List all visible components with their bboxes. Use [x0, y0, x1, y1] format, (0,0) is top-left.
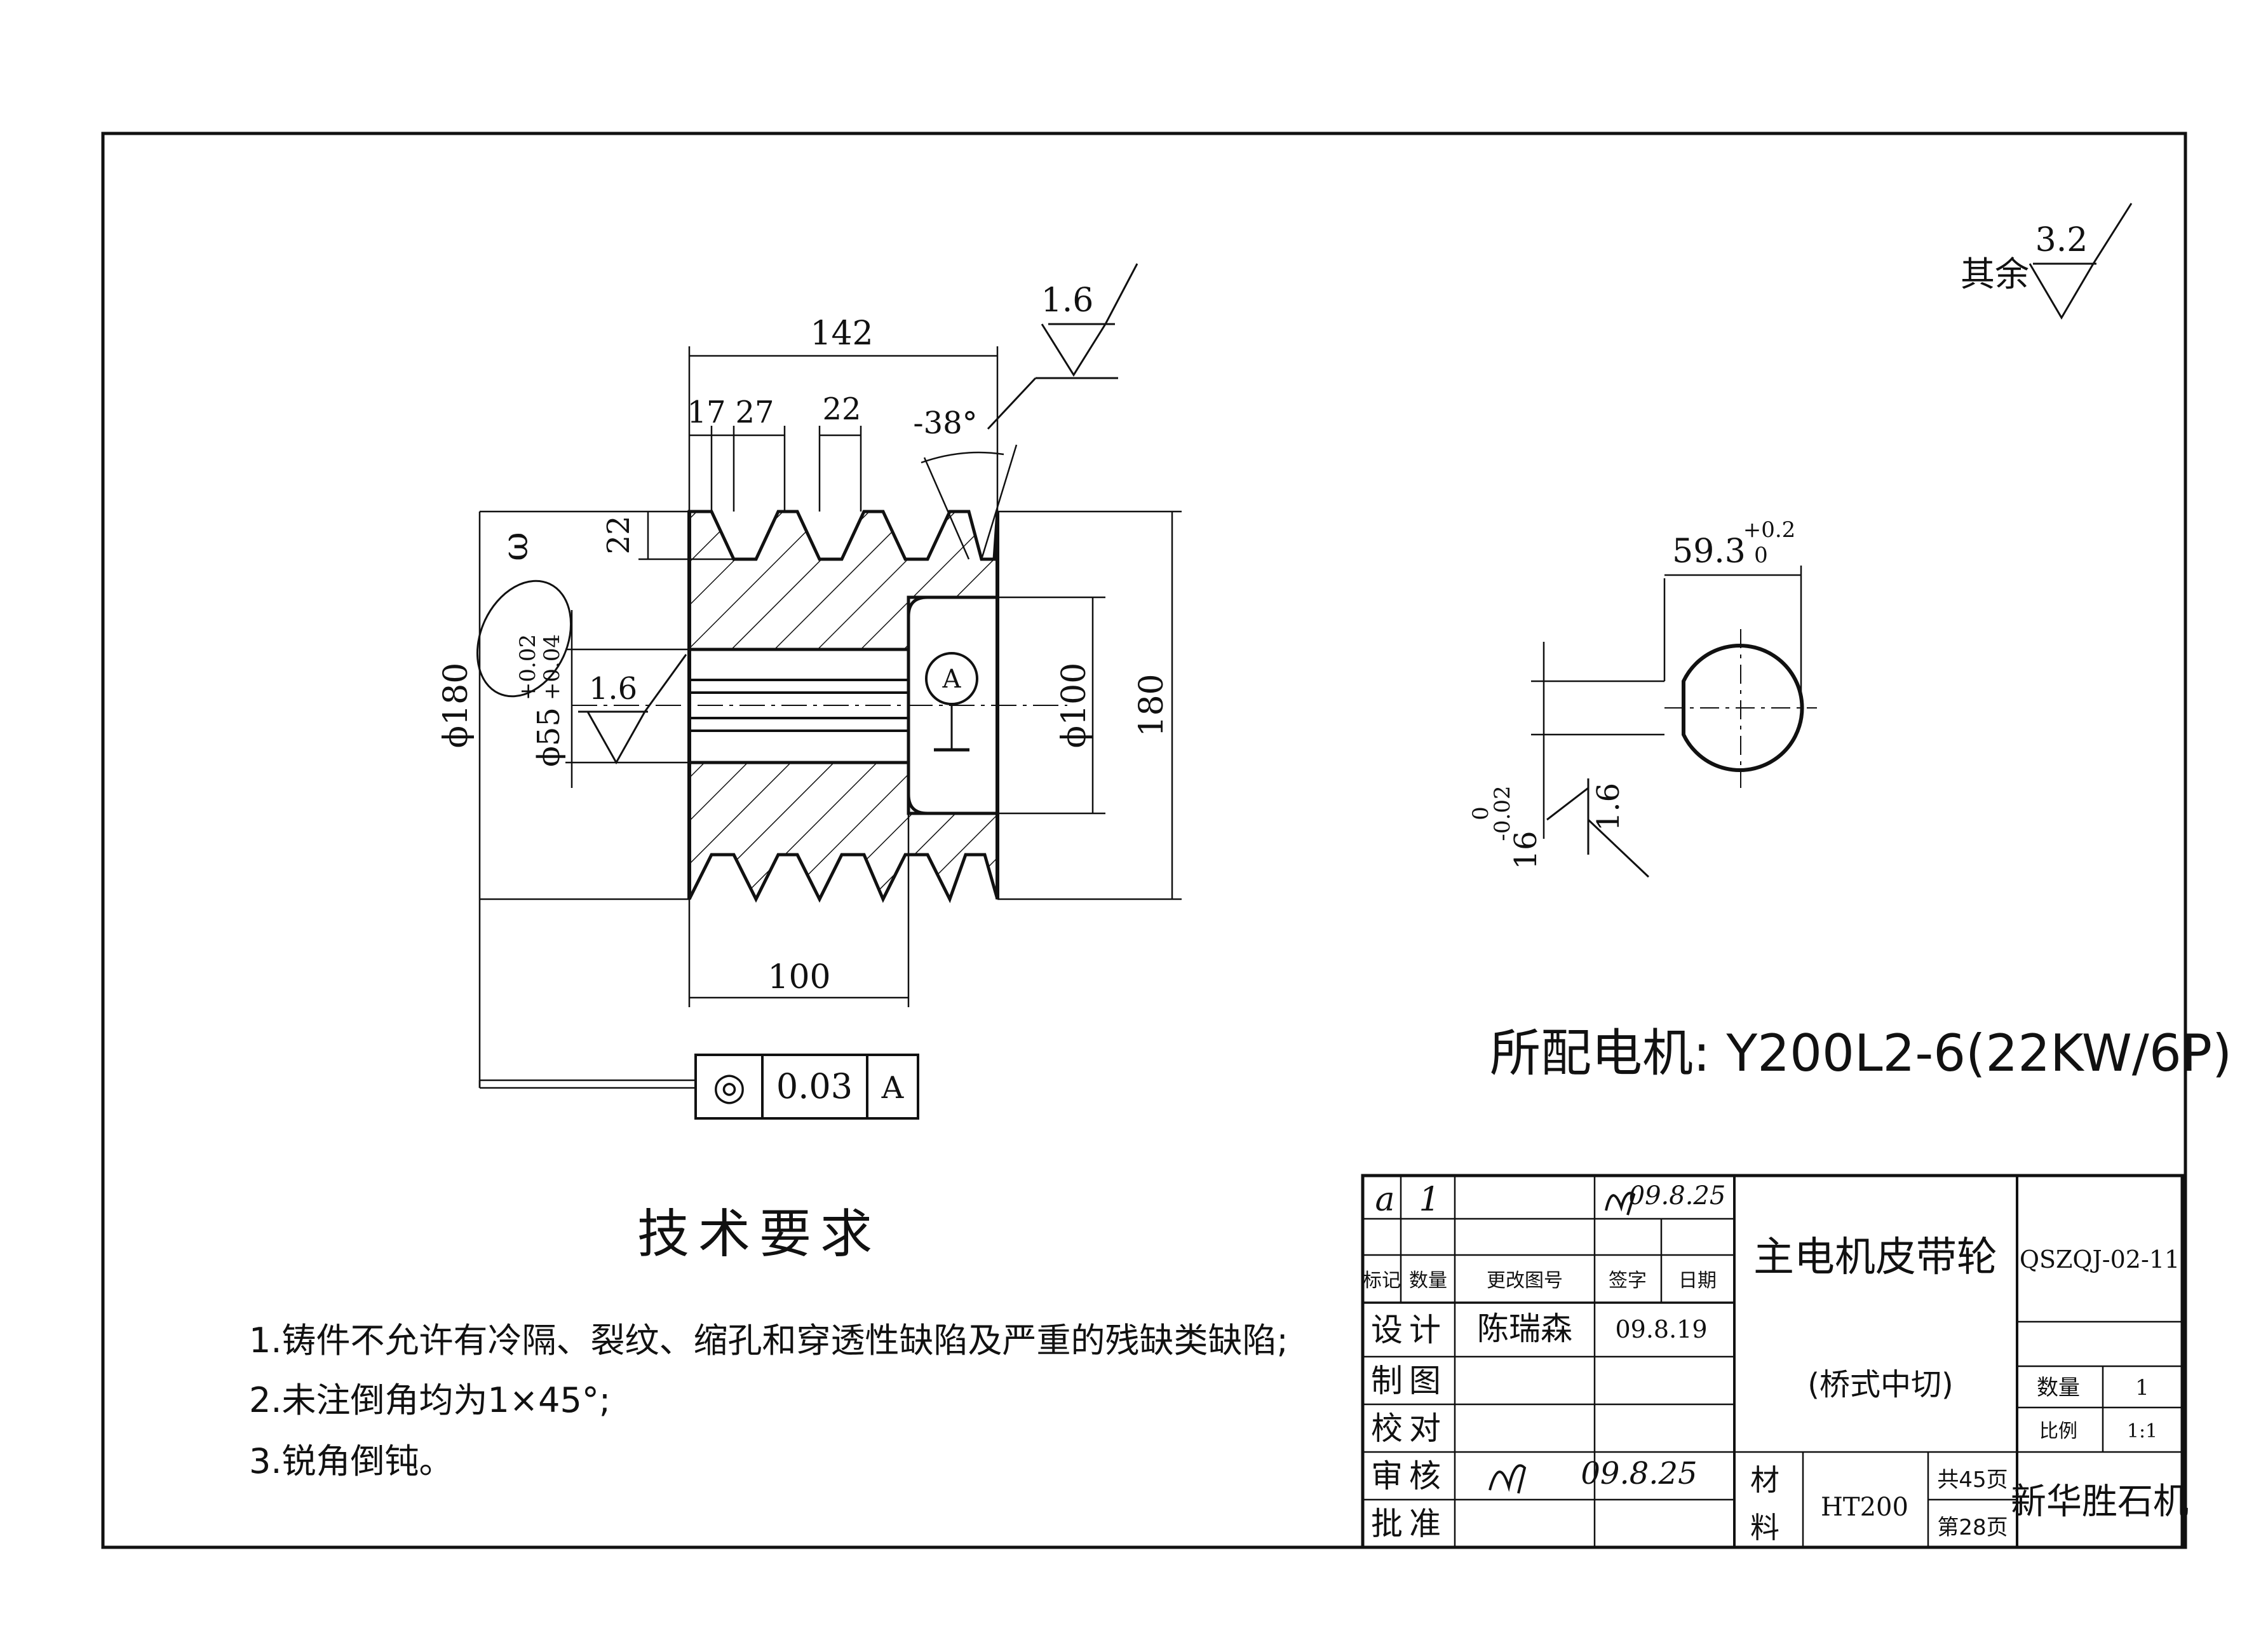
qty-label: 数量 — [2037, 1375, 2080, 1401]
part-name: 主电机皮带轮 — [1753, 1234, 1997, 1281]
header-doc: 更改图号 — [1487, 1270, 1563, 1292]
total-pages: 共45页 — [1937, 1467, 2008, 1493]
review-signature — [1488, 1464, 1527, 1494]
row-review-date: 09.8.25 — [1581, 1456, 1697, 1491]
title-block: a 1 09.8.25 标记 数量 更改图号 签字 日期 设计 陈瑞森 09.8… — [1361, 1174, 2189, 1549]
pulley-section-view: A — [572, 510, 1067, 904]
tolerance-symbol: ◎ — [713, 1064, 746, 1109]
datum-label: A — [942, 665, 962, 694]
keyway-depth-tol-upper: +0.2 — [1743, 517, 1796, 543]
header-mark: 标记 — [1363, 1270, 1401, 1292]
tolerance-value: 0.03 — [776, 1066, 853, 1106]
row-approval-label: 批准 — [1371, 1505, 1447, 1542]
dim-hub-diameter: ϕ100 — [1055, 663, 1093, 749]
motor-label: 所配电机: Y200L2-6(22KW/6P) — [1490, 1024, 2232, 1083]
dim-overall-width: 142 — [810, 315, 873, 353]
keyway-width-value: 16 — [1508, 831, 1544, 869]
dim-groove-top-width: 22 — [822, 391, 861, 427]
keyway-width-tol-lower: -0.02 — [1490, 785, 1515, 841]
tech-requirements-title: 技术要求 — [637, 1204, 881, 1265]
dim-groove-depth: 22 — [601, 515, 637, 554]
qty-value: 1 — [2135, 1375, 2149, 1401]
dim-groove-angle: -38° — [913, 405, 977, 441]
tech-requirement-1: 1.铸件不允许有冷隔、裂纹、缩孔和穿透性缺陷及严重的残缺类缺陷; — [249, 1320, 1288, 1360]
keyway-view: 59.3 +0.2 0 16 0 -0.02 1.6 — [1468, 517, 1817, 878]
header-sign: 签字 — [1609, 1270, 1647, 1292]
roughness-symbol-rest — [2028, 203, 2133, 320]
keyway-profile — [1682, 644, 1804, 772]
roughness-symbol-bore — [578, 654, 687, 765]
revision-cloud — [476, 580, 572, 698]
revision-qty: 1 — [1419, 1181, 1440, 1219]
tolerance-frame: ◎ 0.03 A — [478, 1054, 919, 1120]
row-design-label: 设计 — [1371, 1312, 1447, 1348]
dim-hub-width: 100 — [767, 958, 830, 996]
roughness-symbol-keyway — [1546, 778, 1650, 878]
row-checking-label: 校对 — [1371, 1410, 1447, 1447]
material-label-1: 材 — [1750, 1463, 1779, 1497]
header-date: 日期 — [1678, 1270, 1717, 1292]
roughness-rest-label: 其余 — [1961, 254, 2029, 294]
roughness-bore-value: 1.6 — [589, 671, 637, 707]
keyway-depth-value: 59.3 — [1672, 533, 1746, 571]
dim-bore-tol-lower: +0.04 — [539, 634, 565, 700]
dim-bore-diameter: ϕ55 — [531, 707, 567, 767]
roughness-top-value: 1.6 — [1041, 282, 1094, 320]
pulley-upper-section — [687, 510, 999, 651]
dim-groove-angle-value: 38° — [924, 405, 978, 441]
material-label-2: 料 — [1750, 1510, 1779, 1545]
tech-requirement-2: 2.未注倒角均为1×45°; — [249, 1380, 611, 1420]
main-dimensions — [478, 346, 1182, 1082]
row-design-date: 09.8.19 — [1615, 1315, 1707, 1343]
current-page: 第28页 — [1937, 1515, 2008, 1540]
keyway-width-tol-upper: 0 — [1468, 806, 1494, 820]
revision-signature — [1605, 1191, 1636, 1216]
dim-outer-height: 180 — [1133, 674, 1171, 736]
dim-groove-offset: 17 — [687, 395, 726, 430]
tech-requirements: 技术要求 1.铸件不允许有冷隔、裂纹、缩孔和穿透性缺陷及严重的残缺类缺陷; 2.… — [249, 1204, 1288, 1481]
tolerance-datum: A — [881, 1070, 905, 1106]
dim-groove-pitch: 27 — [735, 395, 774, 430]
company-name: 新华胜石机 — [2011, 1481, 2189, 1523]
scale-value: 1:1 — [2127, 1420, 2157, 1442]
tech-requirement-3: 3.锐角倒钝。 — [249, 1441, 454, 1481]
revision-mark: a — [1375, 1181, 1394, 1219]
pulley-lower-section — [687, 761, 999, 904]
section-mark: ω — [495, 532, 536, 561]
scale-label: 比例 — [2039, 1420, 2077, 1442]
row-drafting-label: 制图 — [1371, 1362, 1447, 1399]
part-subtitle: (桥式中切) — [1807, 1367, 1953, 1402]
row-designer: 陈瑞森 — [1477, 1310, 1572, 1347]
drawing-number: QSZQJ-02-11 — [2020, 1245, 2180, 1273]
keyway-depth-tol-lower: 0 — [1754, 543, 1768, 568]
dim-bore-tol-upper: +0.02 — [515, 634, 541, 700]
roughness-symbol-top — [987, 263, 1138, 430]
dim-outer-diameter: ϕ180 — [437, 663, 475, 749]
drawing-border — [101, 132, 2187, 1549]
row-review-label: 审核 — [1371, 1458, 1447, 1495]
material-value: HT200 — [1821, 1493, 1908, 1522]
roughness-rest-value: 3.2 — [2035, 221, 2088, 259]
header-qty: 数量 — [1409, 1270, 1447, 1292]
revision-date: 09.8.25 — [1629, 1181, 1726, 1211]
roughness-keyway-value: 1.6 — [1591, 783, 1626, 831]
